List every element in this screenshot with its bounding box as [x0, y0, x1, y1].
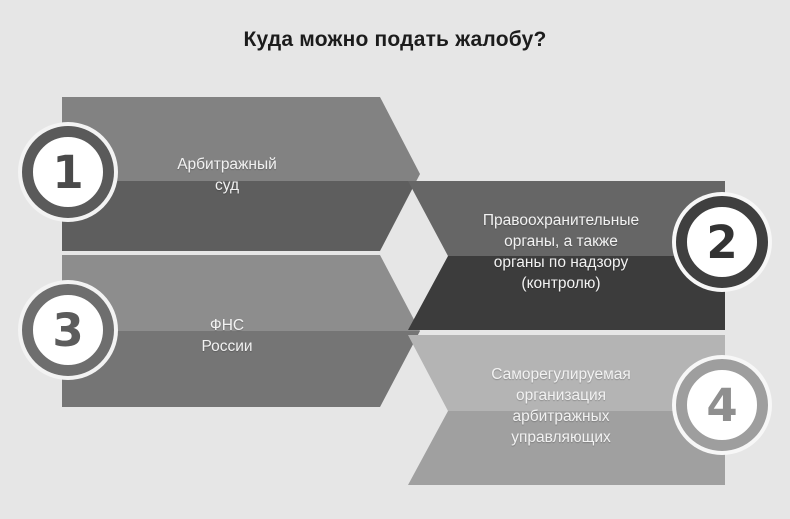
arrow-block-4[interactable] — [400, 330, 735, 491]
arrow-block-1[interactable] — [55, 90, 435, 261]
step-badge-2[interactable]: 2 — [676, 196, 768, 288]
arrow-label-2: Правоохранительные органы, а также орган… — [482, 212, 640, 292]
step-badge-3-number: 3 — [52, 303, 84, 357]
step-badge-4-ring: 4 — [676, 359, 768, 451]
step-badge-3[interactable]: 3 — [22, 284, 114, 376]
step-badge-1-number: 1 — [52, 145, 84, 199]
arrow-label-1: Арбитражный суд — [177, 156, 277, 194]
page-title: Куда можно подать жалобу? — [243, 28, 547, 51]
arrow-label-4: Саморегулируемая организация арбитражных… — [491, 366, 631, 446]
arrow-label-3: ФНС России — [201, 317, 253, 355]
step-badge-4[interactable]: 4 — [676, 359, 768, 451]
step-badge-1[interactable]: 1 — [22, 126, 114, 218]
arrow-block-2[interactable] — [400, 175, 735, 336]
arrow-block-3[interactable] — [55, 250, 435, 411]
step-badge-2-number: 2 — [706, 215, 738, 269]
step-badge-4-number: 4 — [706, 378, 738, 432]
step-badge-2-ring: 2 — [676, 196, 768, 288]
step-badge-3-ring: 3 — [22, 284, 114, 376]
step-badge-1-ring: 1 — [22, 126, 114, 218]
